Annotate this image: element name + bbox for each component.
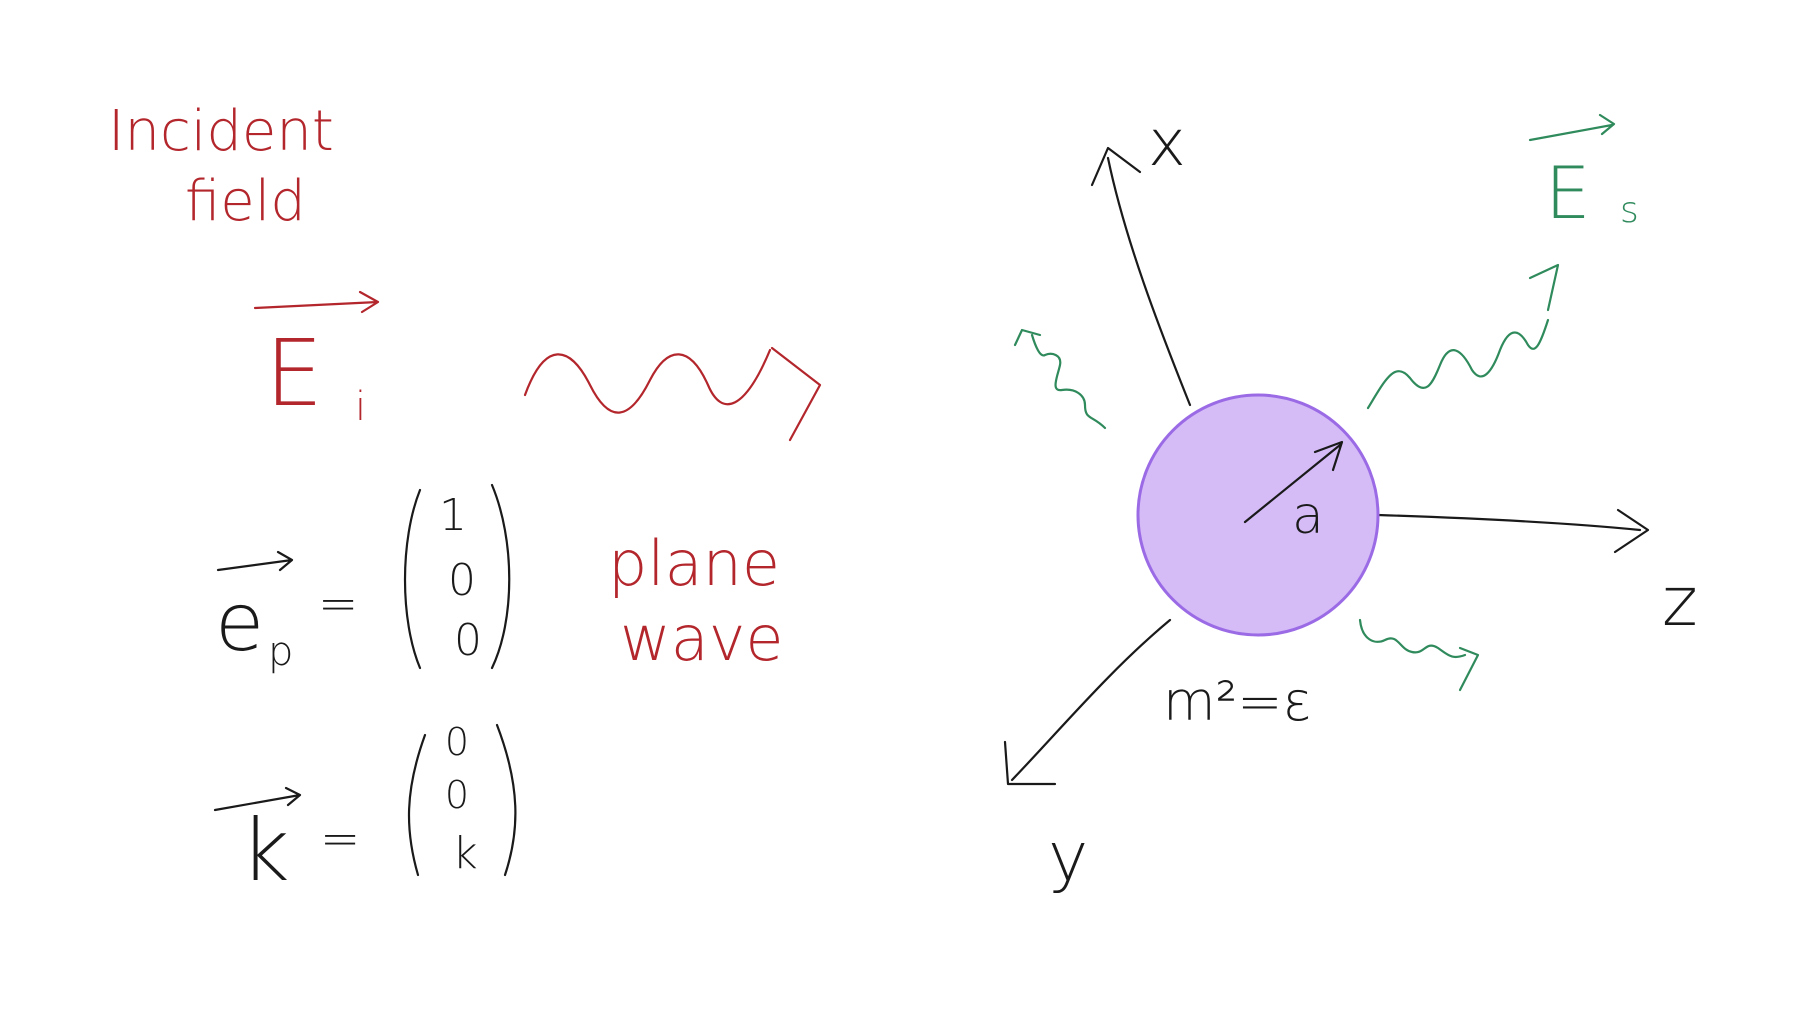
left-bracket xyxy=(403,488,422,670)
scattered-field-symbol: E s xyxy=(1528,113,1639,235)
radius-arrow-icon xyxy=(1243,440,1344,524)
right-bracket xyxy=(490,483,511,670)
heading-line1: Incident xyxy=(108,99,334,164)
plane-wave-line2: wave xyxy=(620,602,784,675)
axis-z-label: z xyxy=(1662,563,1698,642)
plane-wave-label: plane wave xyxy=(608,527,784,675)
incident-wave xyxy=(523,346,822,442)
polarization-equation: e p = 1 0 0 xyxy=(215,483,511,675)
polarization-subscript: p xyxy=(268,629,293,675)
vector-entry-3: 0 xyxy=(454,615,482,666)
vector-arrow-icon xyxy=(216,550,294,572)
vector-entry-2: 0 xyxy=(445,773,469,817)
incident-subscript: i xyxy=(355,384,366,430)
radius-label: a xyxy=(1292,486,1324,546)
z-axis: z xyxy=(1376,508,1698,642)
heading-line2: field xyxy=(185,169,306,234)
scattered-symbol: E xyxy=(1545,151,1591,235)
scattered-wave-lower-right xyxy=(1358,618,1467,659)
y-axis: y xyxy=(1003,618,1172,897)
equals-sign: = xyxy=(320,811,360,867)
scattered-wave-upper-left xyxy=(1030,333,1107,430)
sphere xyxy=(1136,393,1380,637)
wave-line xyxy=(523,348,772,414)
vector-arrow-icon xyxy=(1528,113,1616,142)
scattered-waves xyxy=(1013,263,1560,692)
scattered-subscript: s xyxy=(1620,190,1639,231)
vector-arrow-icon xyxy=(213,786,302,812)
scatterer-sphere: a xyxy=(1136,393,1380,637)
vector-entry-3: k xyxy=(452,828,477,879)
index-relation-label: m²=ε xyxy=(1163,670,1312,733)
x-axis-arrowhead-icon xyxy=(1090,146,1142,187)
z-axis-arrowhead-icon xyxy=(1613,508,1650,554)
equals-sign: = xyxy=(318,576,358,632)
wavevector-symbol: k xyxy=(240,801,290,901)
axis-y-label: y xyxy=(1048,818,1088,897)
x-axis-line xyxy=(1106,156,1192,407)
z-axis-line xyxy=(1376,513,1642,532)
scattered-wave-main xyxy=(1366,318,1550,410)
wave-arrowhead-icon xyxy=(770,346,822,442)
vector-entry-1: 0 xyxy=(445,720,469,764)
axis-x-label: x xyxy=(1148,107,1186,181)
scattered-wave-lower-right-arrowhead-icon xyxy=(1458,646,1480,692)
scattered-wave-upper-left-arrowhead-icon xyxy=(1013,328,1042,347)
wavevector-equation: k = 0 0 k xyxy=(213,720,517,901)
right-bracket xyxy=(495,723,517,877)
plane-wave-line1: plane xyxy=(608,527,780,600)
scattered-wave-main-arrowhead-icon xyxy=(1528,263,1560,312)
incident-field-symbol: E i xyxy=(253,290,380,430)
x-axis: x xyxy=(1090,107,1192,407)
vector-arrow-icon xyxy=(253,290,380,314)
polarization-symbol: e xyxy=(215,576,264,669)
incident-field-heading: Incident field xyxy=(108,99,334,234)
y-axis-arrowhead-icon xyxy=(1003,740,1057,786)
left-bracket xyxy=(407,733,427,877)
y-axis-line xyxy=(1010,618,1172,782)
vector-entry-1: 1 xyxy=(439,490,467,541)
vector-entry-2: 0 xyxy=(448,555,476,606)
incident-symbol: E xyxy=(265,320,323,427)
